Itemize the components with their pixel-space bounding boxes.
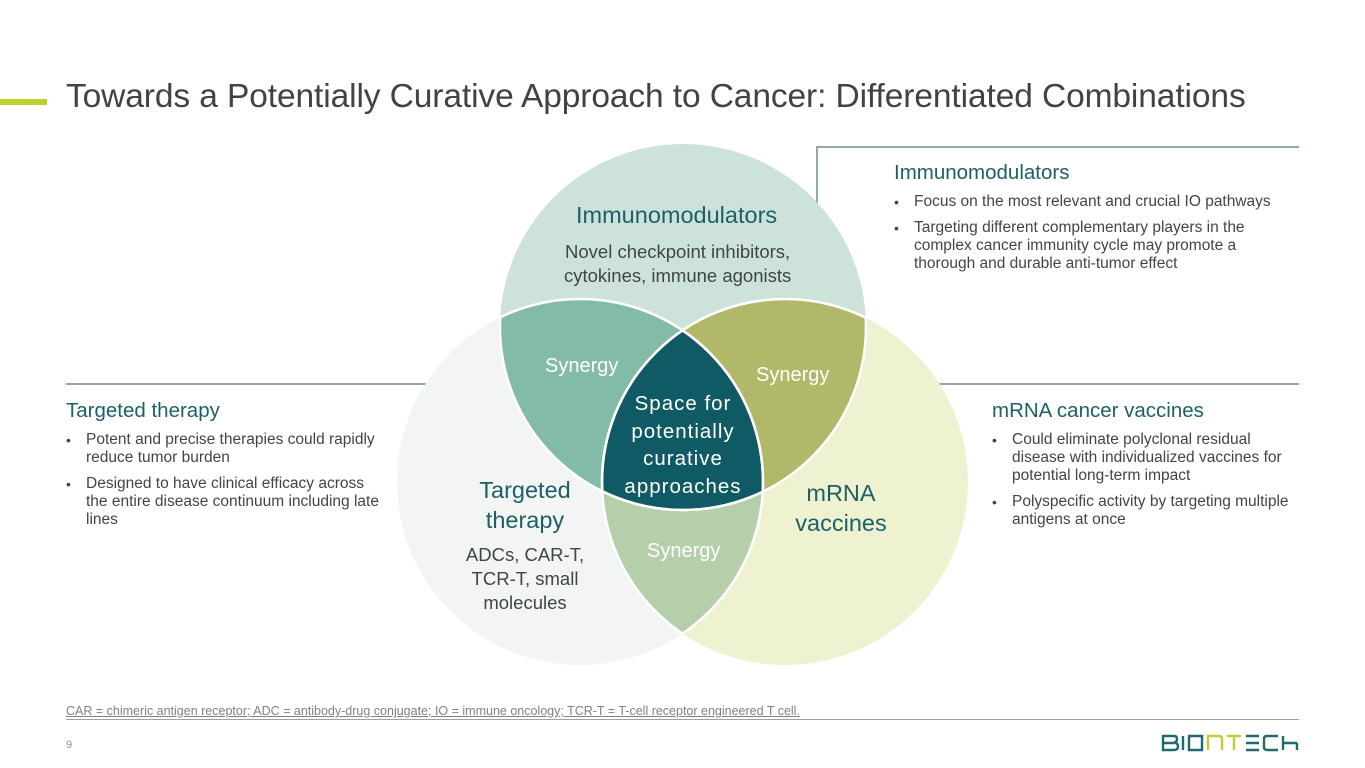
venn-immunomodulators-title: Immunomodulators xyxy=(576,202,778,228)
logo-letter-c xyxy=(1262,734,1278,752)
panel-targeted-bullets: Potent and precise therapies could rapid… xyxy=(66,431,386,529)
page-title: Towards a Potentially Curative Approach … xyxy=(66,78,1246,115)
logo-letter-e xyxy=(1246,734,1259,752)
logo-letter-h xyxy=(1281,736,1299,750)
venn-immunomodulators-desc-1: Novel checkpoint inhibitors, xyxy=(565,241,791,262)
venn-mrna-title-1: mRNA xyxy=(806,480,876,506)
connector-mrna-horizontal xyxy=(937,383,1299,385)
synergy-label-left: Synergy xyxy=(545,355,619,377)
center-label-line-1: Space for xyxy=(634,392,732,415)
panel-targeted: Targeted therapy Potent and precise ther… xyxy=(66,399,386,537)
venn-targeted-desc-2: TCR-T, small xyxy=(471,568,579,589)
arc-top-in-right xyxy=(602,299,868,512)
center-label: Space for potentially curative approache… xyxy=(612,390,754,500)
venn-mrna-label: mRNA vaccines xyxy=(771,478,911,538)
connector-immuno-horizontal xyxy=(816,146,1299,148)
bullet-item: Could eliminate polyclonal residual dise… xyxy=(992,431,1302,485)
footer-divider xyxy=(66,719,1299,720)
overlap-center xyxy=(602,299,763,510)
biontech-logo xyxy=(1161,734,1299,752)
synergy-label-right: Synergy xyxy=(756,364,830,386)
venn-immunomodulators-desc-2: cytokines, immune agonists xyxy=(564,265,792,286)
logo-letter-n xyxy=(1206,734,1224,750)
bullet-item: Polyspecific activity by targeting multi… xyxy=(992,493,1302,529)
center-label-line-3: curative xyxy=(643,447,723,470)
venn-targeted-desc-1: ADCs, CAR-T, xyxy=(465,544,585,565)
logo-letter-b xyxy=(1161,734,1180,752)
center-label-line-2: potentially xyxy=(631,419,735,443)
panel-immunomodulators-bullets: Focus on the most relevant and crucial I… xyxy=(894,193,1294,273)
bullet-item: Designed to have clinical efficacy acros… xyxy=(66,475,386,529)
venn-targeted-desc-3: molecules xyxy=(483,592,567,613)
synergy-label-bottom: Synergy xyxy=(647,540,721,562)
connector-targeted-horizontal xyxy=(66,383,426,385)
panel-immunomodulators: Immunomodulators Focus on the most relev… xyxy=(894,161,1294,281)
arc-left-in-right xyxy=(602,299,765,665)
center-label-line-4: approaches xyxy=(624,474,742,498)
panel-mrna: mRNA cancer vaccines Could eliminate pol… xyxy=(992,399,1302,537)
connector-immuno-vertical xyxy=(816,146,818,204)
logo-letter-o xyxy=(1187,734,1204,752)
logo-letter-t xyxy=(1227,734,1241,750)
venn-mrna-title-2: vaccines xyxy=(795,510,887,536)
bullet-item: Focus on the most relevant and crucial I… xyxy=(894,193,1294,211)
panel-immunomodulators-heading: Immunomodulators xyxy=(894,161,1070,184)
arc-right-in-left xyxy=(600,299,763,665)
panel-targeted-heading: Targeted therapy xyxy=(66,399,220,422)
panel-mrna-heading: mRNA cancer vaccines xyxy=(992,399,1204,422)
panel-mrna-bullets: Could eliminate polyclonal residual dise… xyxy=(992,431,1302,529)
bullet-item: Targeting different complementary player… xyxy=(894,219,1294,273)
footnote: CAR = chimeric antigen receptor; ADC = a… xyxy=(66,704,800,718)
venn-targeted-label: Targeted therapy ADCs, CAR-T, TCR-T, sma… xyxy=(455,475,595,615)
page-number: 9 xyxy=(66,739,73,751)
title-accent-bar xyxy=(0,99,47,105)
venn-targeted-title-2: therapy xyxy=(485,507,565,533)
venn-targeted-title-1: Targeted xyxy=(479,477,571,503)
bullet-item: Potent and precise therapies could rapid… xyxy=(66,431,386,467)
